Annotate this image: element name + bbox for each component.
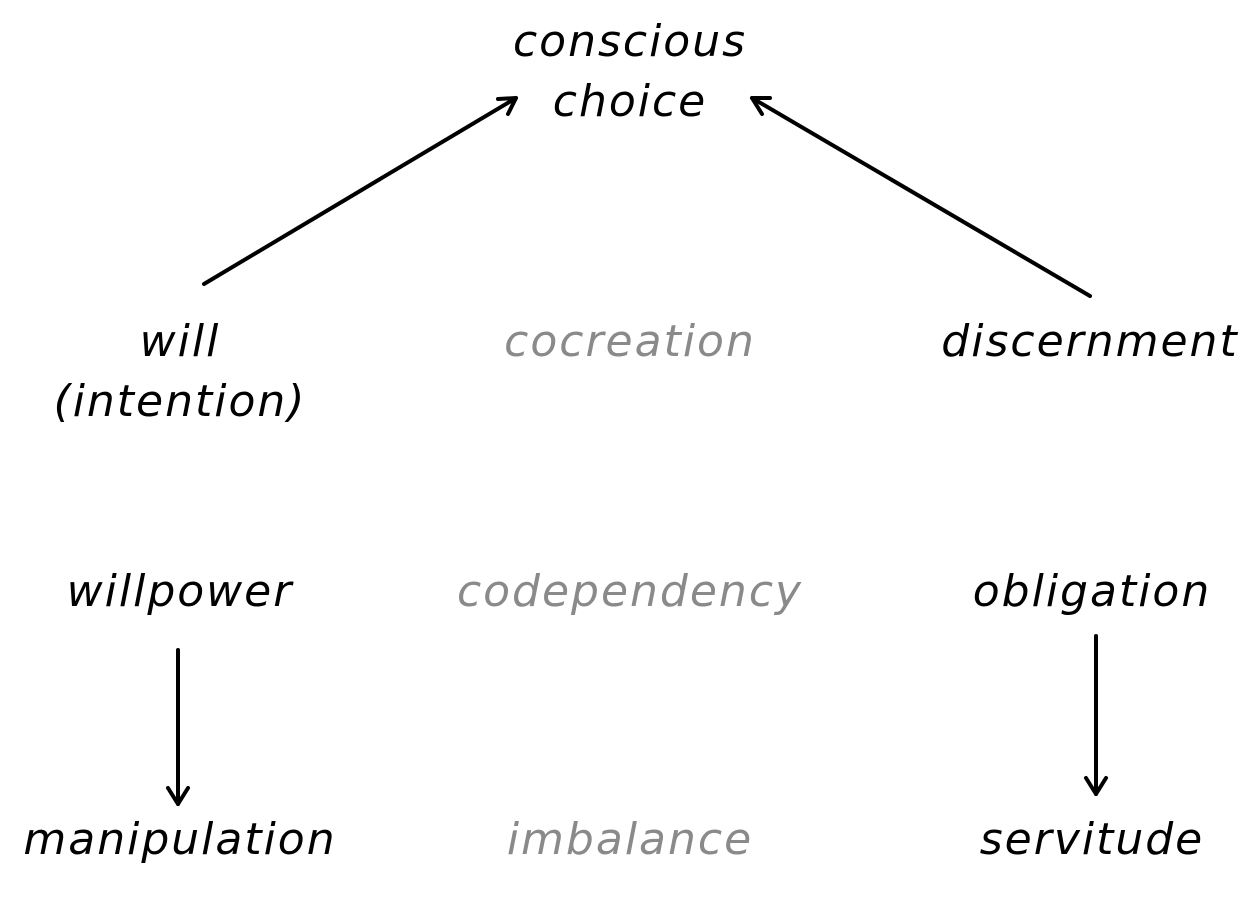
node-will-line1: will xyxy=(139,316,221,367)
node-will-line2: (intention) xyxy=(53,376,307,427)
arrow-willpower-to-manipulation xyxy=(166,648,190,806)
node-will: will (intention) xyxy=(54,312,307,432)
node-obligation: obligation xyxy=(972,566,1212,617)
node-servitude: servitude xyxy=(979,814,1205,865)
node-discernment: discernment xyxy=(941,316,1239,367)
node-conscious-choice-line1: conscious xyxy=(512,16,748,67)
arrow-obligation-to-servitude xyxy=(1084,634,1108,796)
node-codependency: codependency xyxy=(456,566,804,617)
node-willpower: willpower xyxy=(66,566,294,617)
node-conscious-choice-line2: choice xyxy=(552,76,708,127)
arrow-discernment-to-conscious-choice xyxy=(750,96,1092,298)
node-manipulation: manipulation xyxy=(23,814,337,865)
node-imbalance: imbalance xyxy=(506,814,754,865)
node-conscious-choice: conscious choice xyxy=(513,12,747,132)
node-cocreation: cocreation xyxy=(504,316,756,367)
arrow-will-to-conscious-choice xyxy=(202,96,518,286)
